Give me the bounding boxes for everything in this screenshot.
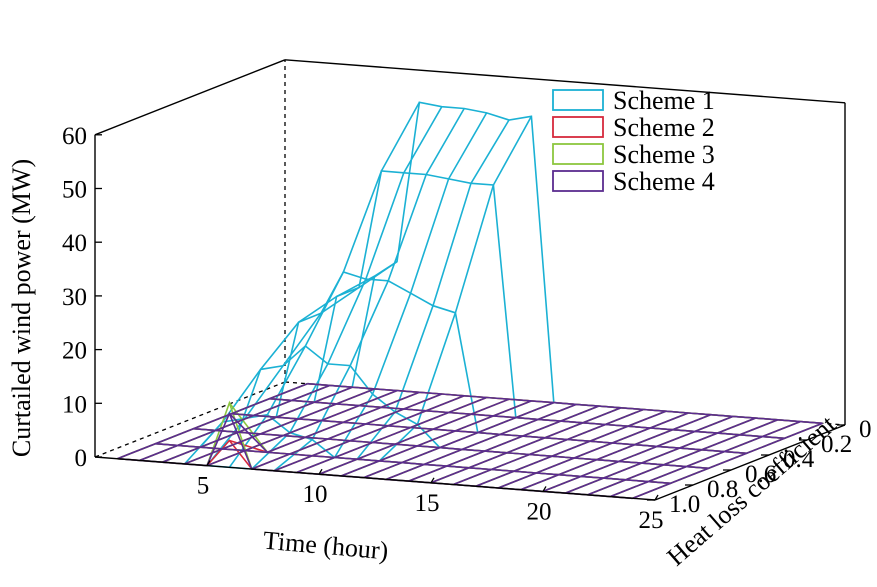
- x-tick-mark: [318, 468, 323, 475]
- mesh-line-heat: [117, 382, 308, 460]
- mesh-line-time: [269, 397, 785, 440]
- x-tick-mark: [430, 477, 435, 484]
- z-tick-label: 10: [62, 391, 87, 418]
- mesh-line-heat: [408, 405, 599, 482]
- hidden-box-edge: [94, 381, 286, 458]
- mesh-line-time: [193, 427, 709, 470]
- mesh-line-heat: [139, 384, 331, 462]
- z-tick-label: 0: [75, 445, 88, 472]
- mesh-line-heat: [273, 395, 465, 472]
- x-tick-label: 15: [415, 490, 440, 517]
- y-tick-label: 1.0: [669, 491, 700, 518]
- x-axis-label: Time (hour): [262, 526, 389, 566]
- mesh-line-time: [231, 412, 747, 455]
- mesh-line-heat: [475, 410, 667, 487]
- tick-labels: 0 10 20 30 40 50 60 5 10 15 20 25 0 0.20.4 0.6 0.8 1.0: [62, 123, 872, 534]
- mesh-line-time: [155, 442, 671, 485]
- surface-scheme-4: [117, 382, 823, 500]
- x-tick-label: 20: [527, 498, 552, 525]
- legend-label: Scheme 3: [613, 140, 715, 169]
- mesh-line-heat: [184, 275, 375, 465]
- mesh-line-heat: [565, 417, 756, 494]
- axes-box-front: [94, 59, 846, 501]
- mesh-line-heat: [609, 420, 801, 498]
- mesh-line-heat: [318, 398, 510, 475]
- legend-swatch: [552, 170, 604, 192]
- legend-item: Scheme 1: [552, 86, 715, 115]
- z-tick-label: 40: [62, 230, 87, 257]
- mesh-line-heat: [251, 393, 443, 470]
- mesh-line-heat: [206, 389, 398, 467]
- mesh-line-heat: [251, 106, 443, 470]
- mesh-line-heat: [632, 422, 823, 500]
- z-tick-label: 60: [62, 123, 87, 150]
- mesh-line-heat: [497, 412, 689, 489]
- axes-box-back: [94, 59, 846, 458]
- mesh-line-heat: [206, 261, 398, 467]
- legend-label: Scheme 4: [613, 167, 715, 196]
- mesh-line-heat: [385, 403, 577, 481]
- box-edge: [654, 424, 846, 501]
- z-axis-label: Curtailed wind power (MW): [7, 159, 36, 457]
- z-tick-label: 50: [62, 177, 87, 204]
- legend-swatch: [552, 116, 604, 138]
- x-tick-mark: [542, 486, 547, 492]
- mesh-line-time: [307, 382, 823, 425]
- legend-swatch: [552, 89, 604, 111]
- legend-label: Scheme 1: [613, 86, 715, 115]
- mesh-line-heat: [184, 388, 375, 465]
- box-edge: [94, 456, 656, 501]
- mesh-line-heat: [587, 419, 779, 496]
- mesh-line-heat: [161, 386, 353, 463]
- mesh-line-time: [269, 170, 785, 440]
- mesh-line-heat: [341, 400, 532, 477]
- mesh-line-heat: [228, 391, 420, 454]
- x-tick-mark: [206, 460, 211, 466]
- z-tick-label: 30: [62, 284, 87, 311]
- mesh-line-heat: [228, 101, 421, 468]
- x-tick-label: 5: [197, 473, 210, 500]
- y-tick-label: 0: [859, 416, 872, 443]
- mesh-line-heat: [542, 415, 734, 493]
- x-tick-label: 25: [639, 507, 664, 534]
- z-tick-label: 20: [62, 338, 87, 365]
- legend-label: Scheme 2: [613, 113, 715, 142]
- mesh-line-heat: [520, 413, 711, 491]
- legend-swatch: [552, 143, 604, 165]
- box-edge: [94, 59, 286, 136]
- mesh-line-heat: [273, 108, 465, 472]
- mesh-line-heat: [296, 396, 487, 474]
- x-tick-label: 10: [303, 481, 328, 508]
- mesh-line-heat: [430, 407, 622, 484]
- y-tick-label: 0.2: [821, 431, 852, 458]
- box-edge: [284, 59, 846, 104]
- x-tick-mark: [654, 494, 659, 501]
- legend-item: Scheme 3: [552, 140, 715, 169]
- surface-layers: [117, 101, 823, 500]
- mesh-line-heat: [363, 401, 555, 479]
- legend-item: Scheme 2: [552, 113, 715, 142]
- y-tick-label: 0.6: [745, 461, 776, 488]
- legend-item: Scheme 4: [552, 167, 715, 196]
- y-tick-label: 0.4: [783, 446, 815, 473]
- y-tick-label: 0.8: [707, 476, 738, 503]
- mesh-line-heat: [453, 408, 644, 486]
